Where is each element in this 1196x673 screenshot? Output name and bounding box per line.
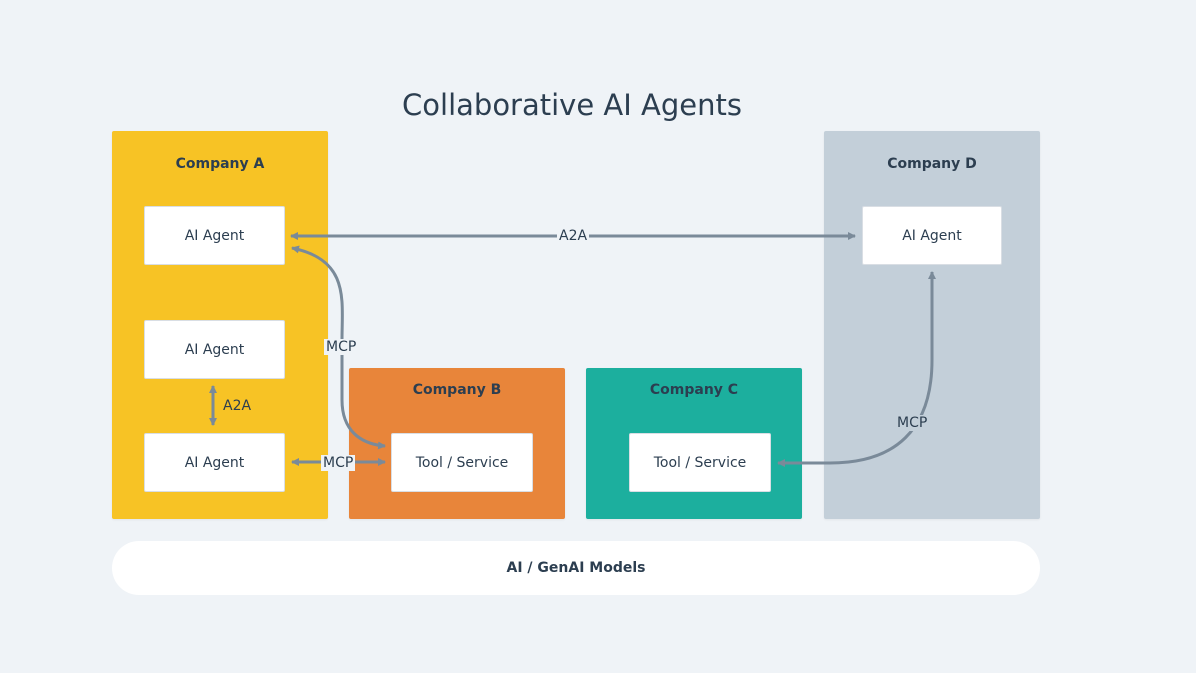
company-b-label: Company B — [412, 382, 502, 398]
company-c-tool[interactable]: Tool / Service — [629, 433, 771, 492]
company-a-agent-2[interactable]: AI Agent — [144, 320, 285, 379]
edge-label-mcp-agent3-tool-b: MCP — [321, 455, 356, 471]
edge-label-mcp-agent1-tool-b: MCP — [324, 339, 359, 355]
company-d-panel: Company D — [824, 131, 1040, 519]
company-d-agent[interactable]: AI Agent — [862, 206, 1002, 265]
company-d-label: Company D — [887, 156, 977, 172]
company-b-tool[interactable]: Tool / Service — [391, 433, 533, 492]
ai-models-bar: AI / GenAI Models — [112, 541, 1040, 595]
edge-label-a2a-a-d: A2A — [557, 228, 590, 244]
edge-label-a2a-agent2-agent3: A2A — [221, 398, 254, 414]
edge-label-mcp-tool-c-agent-d: MCP — [895, 415, 930, 431]
company-a-agent-1[interactable]: AI Agent — [144, 206, 285, 265]
company-a-label: Company A — [175, 156, 265, 172]
ai-models-label: AI / GenAI Models — [506, 560, 646, 576]
diagram-title: Collaborative AI Agents — [402, 88, 742, 122]
company-a-agent-3[interactable]: AI Agent — [144, 433, 285, 492]
company-c-label: Company C — [649, 382, 739, 398]
